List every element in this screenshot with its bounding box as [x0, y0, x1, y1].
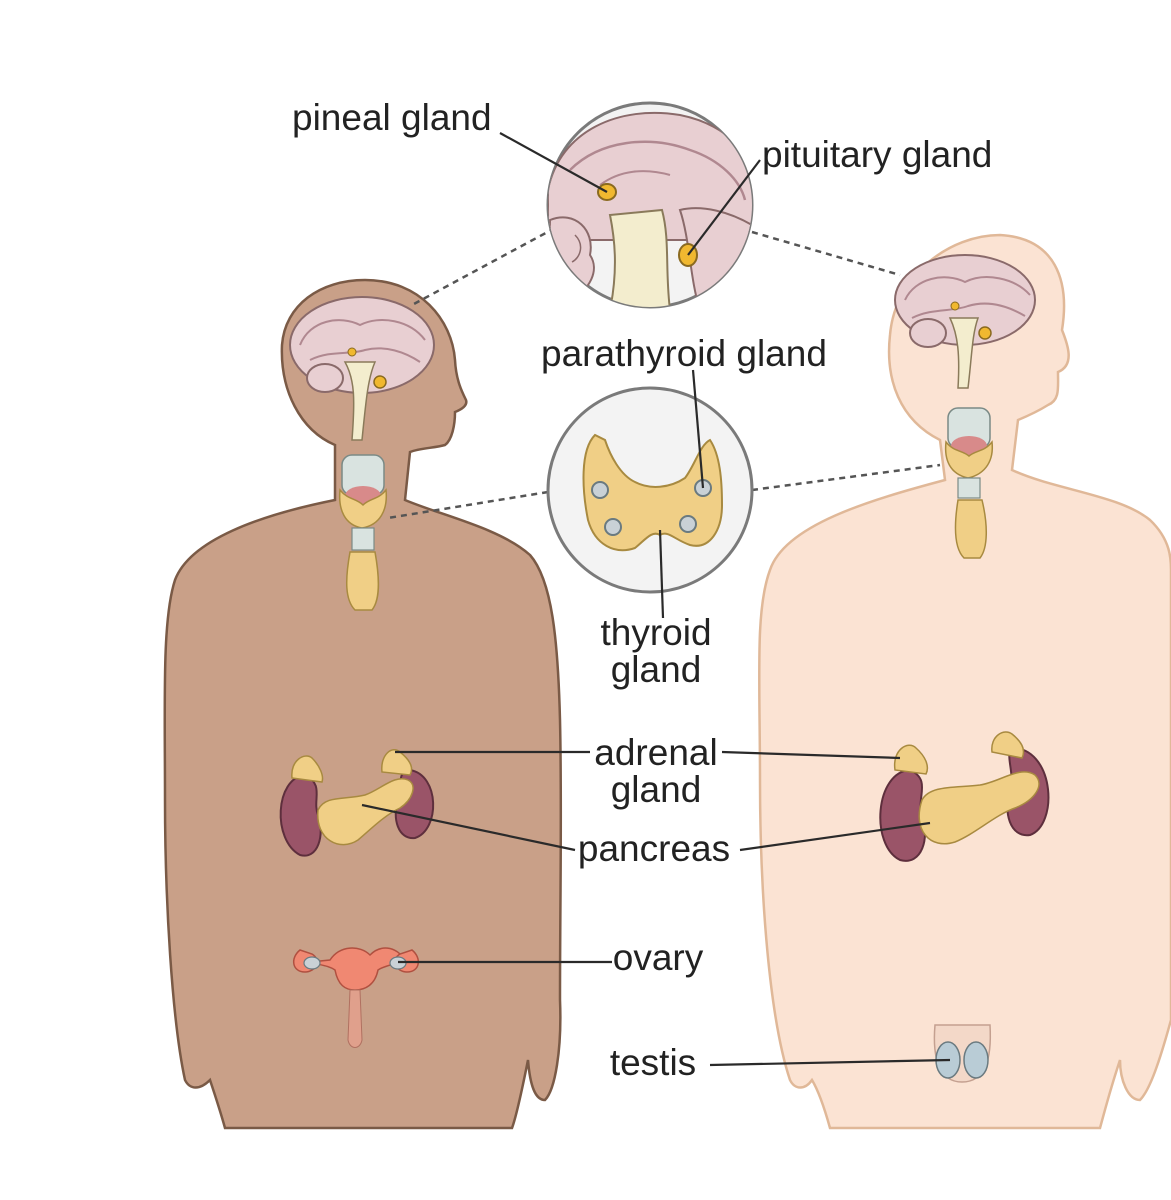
- male-body-silhouette: [757, 233, 1171, 1130]
- label-thyroid-gland-line1: thyroid: [600, 612, 711, 653]
- label-testis: testis: [610, 1042, 696, 1083]
- label-adrenal-gland-line2: gland: [611, 769, 702, 810]
- female-thyroid: [338, 454, 388, 551]
- label-parathyroid-gland: parathyroid gland: [541, 333, 827, 374]
- label-pineal-gland: pineal gland: [292, 97, 492, 138]
- male-pineal-dot: [950, 301, 960, 311]
- leader-lines: [361, 132, 951, 1067]
- female-kidneys: [279, 768, 435, 857]
- male-adrenal-glands: [893, 731, 1025, 775]
- female-figure: [163, 278, 563, 1130]
- male-pituitary-dot: [978, 326, 992, 340]
- female-thymus: [345, 551, 380, 611]
- female-body-silhouette: [163, 278, 563, 1130]
- parathyroid-gland-3: [604, 518, 622, 536]
- brain-inset: [546, 101, 754, 309]
- male-thyroid: [944, 407, 994, 499]
- female-pancreas: [317, 777, 414, 846]
- zoom-connectors: [387, 226, 941, 520]
- male-pancreas: [918, 771, 1040, 845]
- parathyroid-gland-4: [679, 515, 697, 533]
- female-ovary-left: [303, 956, 321, 970]
- male-testes: [933, 1024, 992, 1083]
- female-brain: [289, 296, 435, 441]
- label-pancreas: pancreas: [578, 828, 730, 869]
- labels: pineal gland pituitary gland parathyroid…: [292, 97, 992, 1083]
- male-thymus: [954, 499, 987, 559]
- label-thyroid-gland-line2: gland: [611, 649, 702, 690]
- male-testis-right: [963, 1041, 989, 1079]
- label-adrenal-gland-line1: adrenal: [594, 732, 717, 773]
- parathyroid-gland-1: [591, 481, 609, 499]
- male-brain: [894, 254, 1036, 389]
- label-pituitary-gland: pituitary gland: [762, 134, 992, 175]
- male-figure: [757, 233, 1171, 1130]
- label-ovary: ovary: [613, 937, 704, 978]
- female-pituitary-dot: [373, 375, 387, 389]
- thyroid-inset: [546, 386, 754, 594]
- female-adrenal-glands: [291, 749, 413, 783]
- female-pineal-dot: [347, 347, 357, 357]
